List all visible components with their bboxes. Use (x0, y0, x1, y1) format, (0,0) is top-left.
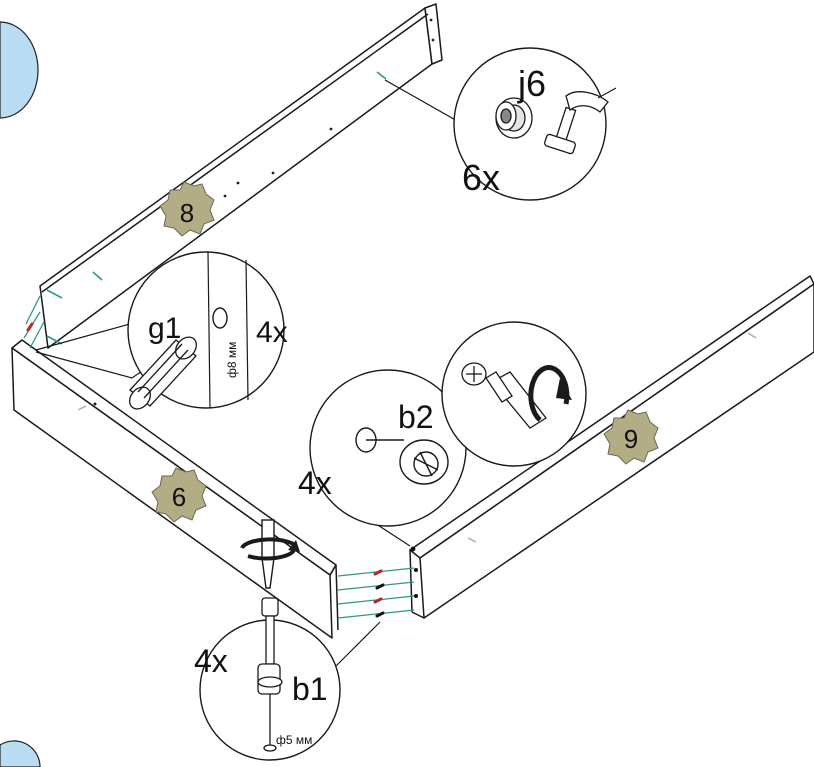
gear-badge-icon (159, 181, 215, 237)
part-badge-6: 6 (151, 467, 207, 523)
callout-b1-qty: 4x (194, 643, 228, 679)
wood-dowel-icon (129, 336, 197, 410)
rotate-arrow-icon (528, 365, 570, 422)
callout-b2-code: b2 (398, 399, 434, 435)
callout-j6-code: j6 (517, 63, 546, 104)
callout-j6-qty: 6x (462, 157, 500, 198)
callout-b1: b1 4x ф5 мм (194, 597, 381, 761)
confirmat-bolt-icon (257, 597, 283, 752)
joint-guides (337, 567, 415, 619)
cam-top-icon (461, 362, 487, 386)
step-circle-top (0, 21, 39, 119)
part-badge-9-label: 9 (624, 424, 638, 454)
panel-6-hint (77, 405, 87, 411)
step-circle-bottom (0, 740, 41, 767)
left-corner-screws (26, 322, 34, 332)
panel-6-hole (93, 402, 97, 406)
part-badge-9: 9 (603, 409, 659, 465)
rotate-arrow-head (556, 378, 572, 400)
part-badge-8-label: 8 (180, 198, 194, 228)
panel-8-holes (223, 18, 435, 198)
rotate-arrow-icon (240, 537, 298, 561)
callout-g1: g1 4x ф8 мм (35, 251, 288, 410)
panel-9-hint-2 (747, 332, 757, 339)
joint-screws (373, 569, 383, 604)
gear-badge-icon (151, 467, 207, 523)
callout-b2: b2 4x (298, 369, 467, 547)
gear-badge-icon (603, 409, 659, 465)
callout-b2-detail (441, 321, 587, 467)
cam-lock-icon (355, 427, 449, 485)
callout-g1-code: g1 (148, 312, 181, 345)
callout-b1-dim: ф5 мм (276, 733, 312, 747)
part-badge-8: 8 (159, 181, 215, 237)
panel-9-hint-1 (467, 537, 477, 543)
callout-g1-qty: 4x (256, 316, 288, 349)
joint-screws-black (375, 583, 385, 618)
panel-8-dowels (46, 71, 387, 345)
joint-holes (410, 546, 418, 598)
hammer-icon (544, 91, 609, 155)
left-corner-joint (23, 295, 45, 349)
callout-j6: j6 6x (384, 47, 617, 201)
rotate-arrow-head (288, 540, 300, 552)
cam-nut-icon (495, 97, 533, 139)
callout-b2-qty: 4x (298, 465, 332, 501)
callout-g1-dim: ф8 мм (225, 342, 239, 378)
panel-8 (39, 3, 443, 349)
part-badge-6-label: 6 (172, 482, 186, 512)
callout-b1-code: b1 (292, 671, 328, 707)
